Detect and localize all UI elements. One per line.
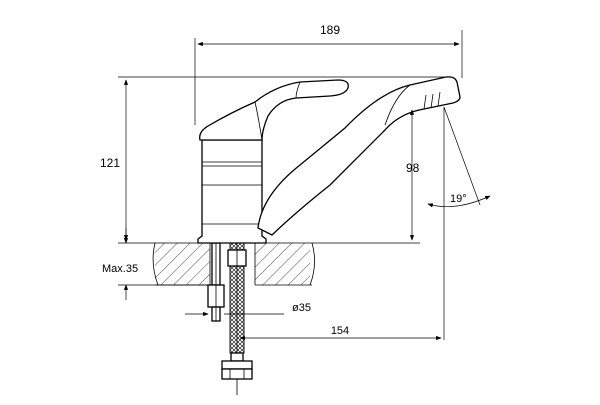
dim-label-max-countertop: Max.35 — [102, 263, 138, 275]
dim-label-total-length: 189 — [320, 23, 340, 37]
dim-label-spout-reach: 154 — [331, 325, 349, 337]
dim-label-spout-angle: 19° — [450, 193, 467, 205]
flexible-hose — [227, 242, 247, 395]
dim-label-total-height: 121 — [100, 156, 120, 170]
dim-label-spout-height: 98 — [406, 161, 420, 175]
dimension-total-length — [194, 30, 463, 125]
spout — [257, 76, 461, 236]
dimension-spout-height — [312, 109, 420, 244]
dim-label-hole-diameter: ø35 — [292, 302, 311, 314]
hose-nut — [221, 352, 253, 380]
countertop-section — [152, 242, 315, 286]
dimension-spout-angle — [427, 106, 491, 340]
handle-lever — [199, 79, 349, 141]
dimension-max-countertop — [118, 228, 208, 300]
faucet-body — [197, 139, 267, 244]
